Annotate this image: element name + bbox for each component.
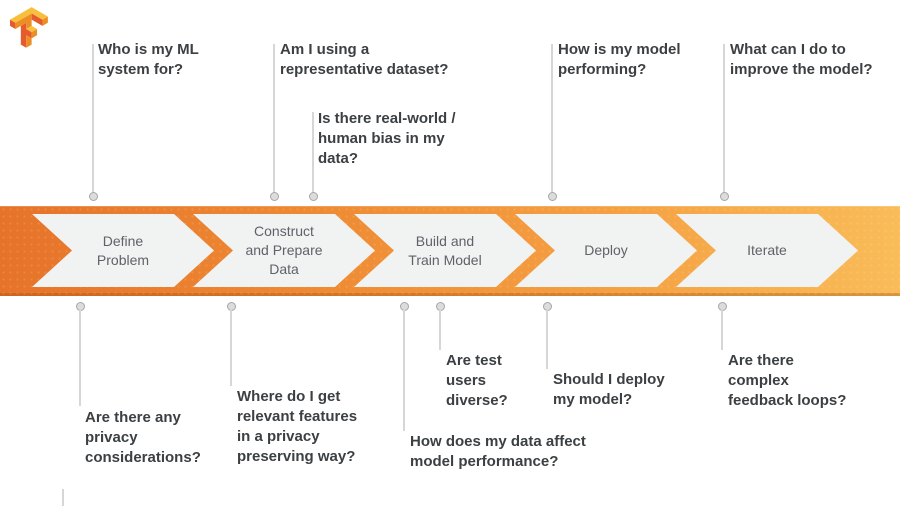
stage-label: Iterate bbox=[747, 242, 787, 258]
connector-dot bbox=[270, 192, 279, 201]
question-representative-dataset: Am I using a representative dataset? bbox=[280, 41, 449, 78]
partial-connector-line bbox=[62, 489, 64, 506]
connector-line bbox=[79, 310, 81, 406]
connector-dot bbox=[89, 192, 98, 201]
question-real-world-bias: Is there real-world / human bias in my d… bbox=[318, 110, 456, 167]
question-who-is-system-for: Who is my ML system for? bbox=[98, 41, 199, 78]
stage-label: Define Problem bbox=[96, 232, 150, 268]
connector-line bbox=[230, 310, 232, 386]
question-should-deploy: Should I deploy my model? bbox=[553, 371, 665, 408]
connector-line bbox=[723, 44, 725, 194]
stage-label: Build and Train Model bbox=[408, 232, 482, 268]
stage-label: Deploy bbox=[584, 242, 628, 258]
question-test-users-diverse: Are test users diverse? bbox=[446, 352, 508, 409]
question-improve-model: What can I do to improve the model? bbox=[730, 41, 873, 78]
connector-dot bbox=[548, 192, 557, 201]
question-feedback-loops: Are there complex feedback loops? bbox=[728, 352, 847, 409]
connector-dot bbox=[720, 192, 729, 201]
connector-line bbox=[546, 310, 548, 369]
connector-line bbox=[273, 44, 275, 194]
question-privacy-considerations: Are there any privacy considerations? bbox=[85, 409, 201, 466]
connector-dot bbox=[309, 192, 318, 201]
question-data-affect-performance: How does my data affect model performanc… bbox=[410, 433, 586, 470]
stage-build-train-model: Build and Train Model bbox=[354, 214, 536, 287]
question-relevant-features: Where do I get relevant features in a pr… bbox=[237, 388, 358, 465]
connector-line bbox=[721, 310, 723, 350]
connector-line bbox=[312, 112, 314, 194]
question-model-performing: How is my model performing? bbox=[558, 41, 681, 78]
tensorflow-logo-icon bbox=[10, 7, 48, 48]
connector-line bbox=[439, 310, 441, 350]
connector-line bbox=[403, 310, 405, 431]
stage-label: Construct and Prepare Data bbox=[245, 223, 323, 277]
connector-line bbox=[551, 44, 553, 194]
connector-line bbox=[92, 44, 94, 194]
